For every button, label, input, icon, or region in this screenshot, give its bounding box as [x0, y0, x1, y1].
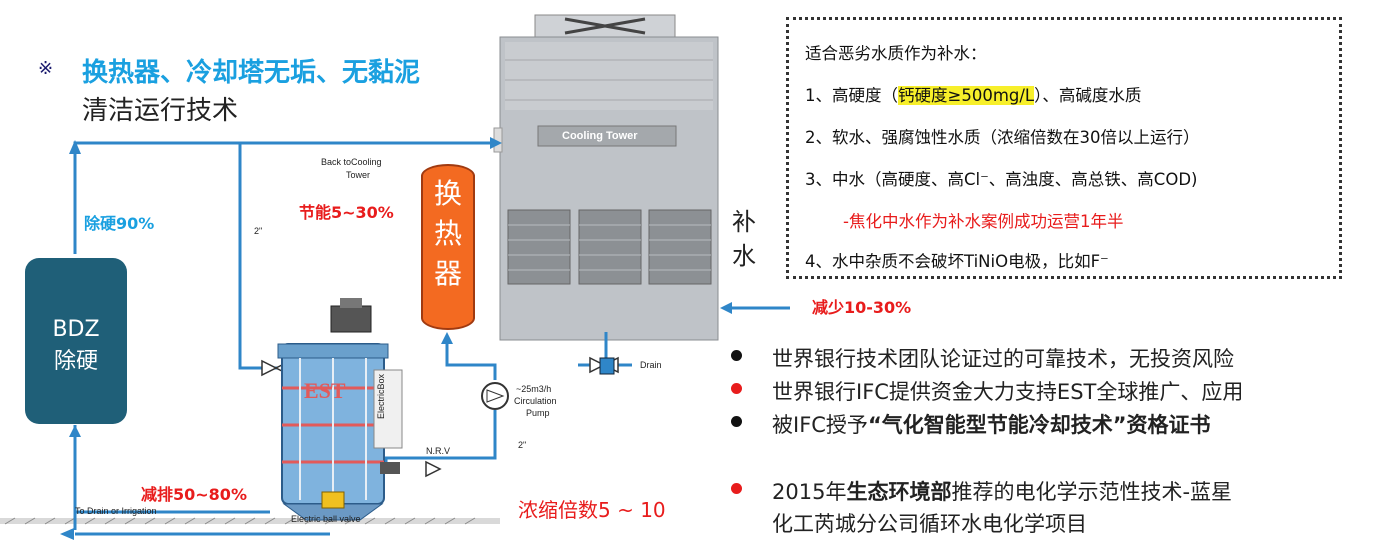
pipe-size-label-1: 2" — [254, 226, 263, 236]
pump-type-label: Circulation — [514, 396, 557, 406]
pipe-size-label-2: 2" — [518, 440, 527, 450]
cooling-tower-label: Cooling Tower — [562, 130, 638, 142]
bullet-3-plain: 被IFC授予 — [772, 413, 868, 437]
concentration-ratio-label: 浓缩倍数5 ~ 10 — [518, 498, 666, 522]
bullet-3-bold: “气化智能型节能冷却技术”资格证书 — [867, 413, 1211, 437]
bullet-text-1: 世界银行技术团队论证过的可靠技术，无投资风险 — [772, 347, 1234, 371]
hardness-removal-label: 除硬90% — [84, 214, 155, 233]
makeup-water-label: 补 水 — [732, 205, 756, 273]
makeup-water-char-1: 补 — [732, 208, 756, 236]
drain-valve-body — [599, 357, 615, 375]
pump-flow-label: ~25m3/h — [516, 384, 552, 394]
cooling-tower — [493, 14, 719, 341]
energy-saving-label: 节能5~30% — [299, 203, 394, 222]
est-tank — [277, 298, 403, 521]
notes-item-1-prefix: 1、高硬度（ — [805, 86, 898, 105]
bullet-text-4: 2015年生态环境部推荐的电化学示范性技术-蓝星 — [772, 476, 1232, 506]
notes-item-2: 2、软水、强腐蚀性水质（浓缩倍数在30倍以上运行） — [805, 128, 1200, 147]
title-line-2: 清洁运行技术 — [82, 96, 239, 126]
notes-item-1-suffix: ）、高碱度水质 — [1034, 86, 1142, 105]
ground-hatch — [4, 517, 476, 525]
pump-label: Pump — [526, 408, 550, 418]
to-drain-label: To Drain or Irrigation — [75, 506, 157, 516]
electric-box-label: ElectricBox — [376, 374, 386, 420]
makeup-water-quality-notes: 适合恶劣水质作为补水： 1、高硬度（钙硬度≥500mg/L）、高碱度水质 2、软… — [786, 17, 1342, 279]
flow-arrows — [60, 137, 732, 540]
bullet-dot-1 — [731, 350, 742, 361]
makeup-water-char-2: 水 — [732, 242, 756, 270]
back-to-tower-label-2: Tower — [346, 170, 371, 180]
bdz-hardness-removal-unit: BDZ 除硬 — [25, 258, 127, 424]
bdz-sublabel: 除硬 — [53, 349, 98, 374]
ball-valve-label: Electric ball valve — [291, 514, 361, 524]
heat-exchanger-char-2: 热 — [433, 217, 462, 250]
notes-item-3: 3、中水（高硬度、高Cl⁻、高浊度、高总铁、高COD) — [805, 170, 1198, 189]
back-to-tower-label: Back toCooling — [321, 157, 382, 167]
notes-item-1-highlight: 钙硬度≥500mg/L — [898, 86, 1035, 105]
bullet-4-plain: 2015年 — [772, 480, 847, 504]
bullet-dot-3 — [731, 416, 742, 427]
bullet-text-3: 被IFC授予“气化智能型节能冷却技术”资格证书 — [772, 409, 1211, 439]
bullet-text-2: 世界银行IFC提供资金大力支持EST全球推广、应用 — [772, 380, 1244, 404]
bullet-text-4-line-2: 化工芮城分公司循环水电化学项目 — [772, 512, 1087, 536]
makeup-reduction-label: 减少10-30% — [812, 298, 912, 317]
notes-item-1: 1、高硬度（钙硬度≥500mg/L）、高碱度水质 — [805, 82, 1141, 106]
notes-item-4: 4、水中杂质不会破坏TiNiO电极，比如F⁻ — [805, 252, 1109, 271]
notes-item-3-sub: -焦化中水作为补水案例成功运营1年半 — [843, 212, 1124, 231]
nrv-label: N.R.V — [426, 446, 451, 456]
heat-exchanger: 换 热 器 — [421, 164, 475, 330]
bullet-dot-2 — [731, 383, 742, 394]
title-marker: ※ — [38, 58, 54, 79]
heat-exchanger-char-1: 换 — [433, 177, 462, 210]
bullet-4-bold: 生态环境部 — [846, 480, 952, 504]
bullet-4-rest: 推荐的电化学示范性技术-蓝星 — [951, 480, 1233, 504]
drain-label: Drain — [640, 360, 662, 370]
notes-heading: 适合恶劣水质作为补水： — [805, 44, 987, 63]
pump-arrow — [486, 389, 505, 403]
bdz-label: BDZ — [52, 317, 100, 342]
est-logo-text: EST — [304, 378, 346, 403]
title-line-1: 换热器、冷却塔无垢、无黏泥 — [82, 58, 421, 88]
emission-reduction-label: 减排50~80% — [141, 485, 247, 504]
heat-exchanger-char-3: 器 — [433, 257, 462, 290]
bullet-dot-4 — [731, 483, 742, 494]
